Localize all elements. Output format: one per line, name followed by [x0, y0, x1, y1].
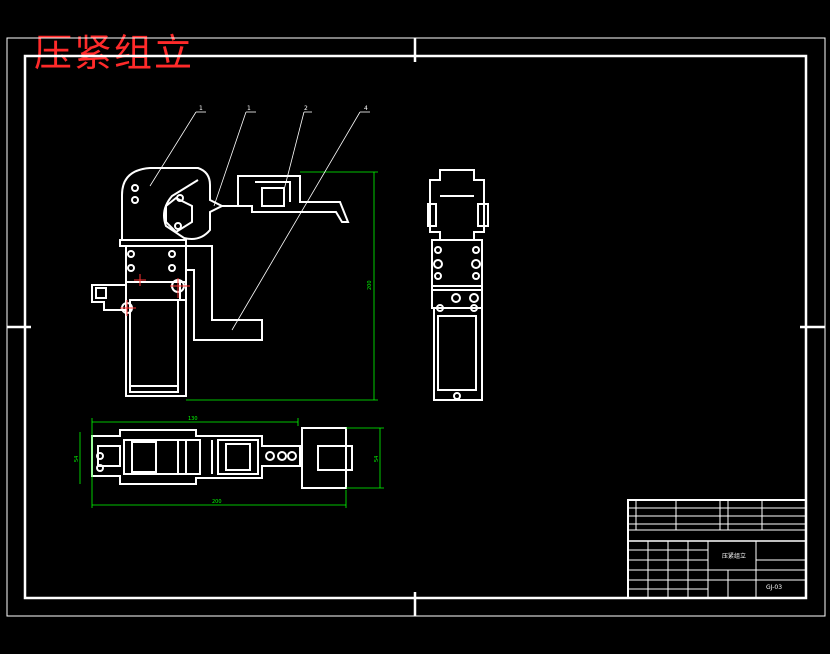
side-view	[427, 169, 489, 401]
center-marks-front	[120, 274, 190, 316]
top-width-left-label: 54	[74, 456, 80, 462]
top-view	[91, 427, 353, 489]
drawing-frame	[23, 54, 808, 600]
drawing-title: 压紧组立	[34, 31, 195, 75]
top-view-dimensions	[79, 418, 384, 508]
top-overall-label: 200	[212, 499, 222, 505]
title-block	[627, 499, 807, 599]
title-block-drawing-name: 压紧组立	[722, 552, 746, 560]
callout-1a: 1	[199, 105, 203, 112]
front-height-label: 200	[367, 280, 373, 290]
callout-2: 2	[304, 105, 308, 112]
callout-1b: 1	[247, 105, 251, 112]
top-inner-label: 130	[188, 416, 198, 422]
title-block-drawing-no: GJ-03	[766, 584, 782, 591]
front-height-dimension	[186, 171, 378, 401]
centering-marks	[7, 38, 825, 616]
top-width-right-label: 54	[374, 456, 380, 462]
callout-4: 4	[364, 105, 368, 112]
front-view	[91, 167, 350, 397]
leader-lines	[149, 111, 370, 331]
